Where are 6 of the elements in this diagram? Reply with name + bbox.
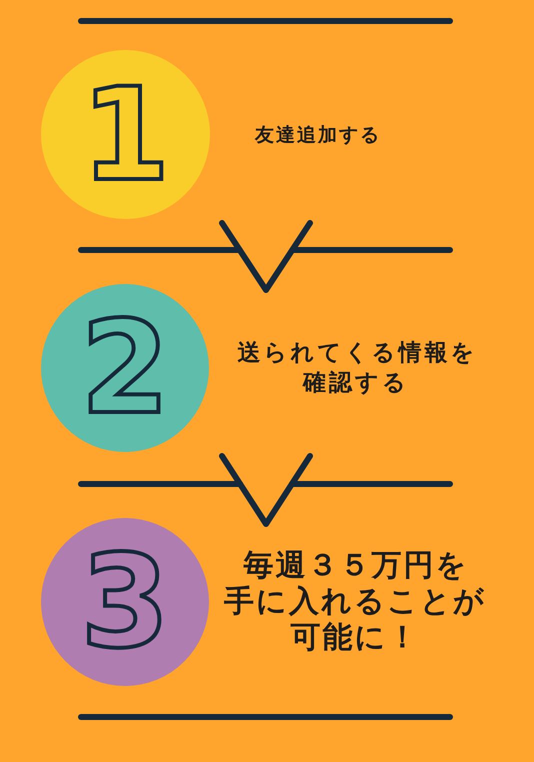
step-number: 3: [79, 549, 171, 655]
step-number: 1: [80, 82, 172, 188]
step-text: 送られてくる情報を確認する: [236, 339, 478, 398]
step-text: 毎週３５万円を手に入れることが可能に！: [223, 548, 487, 656]
step-text: 友達追加する: [254, 122, 382, 146]
step-number: 2: [79, 315, 171, 421]
